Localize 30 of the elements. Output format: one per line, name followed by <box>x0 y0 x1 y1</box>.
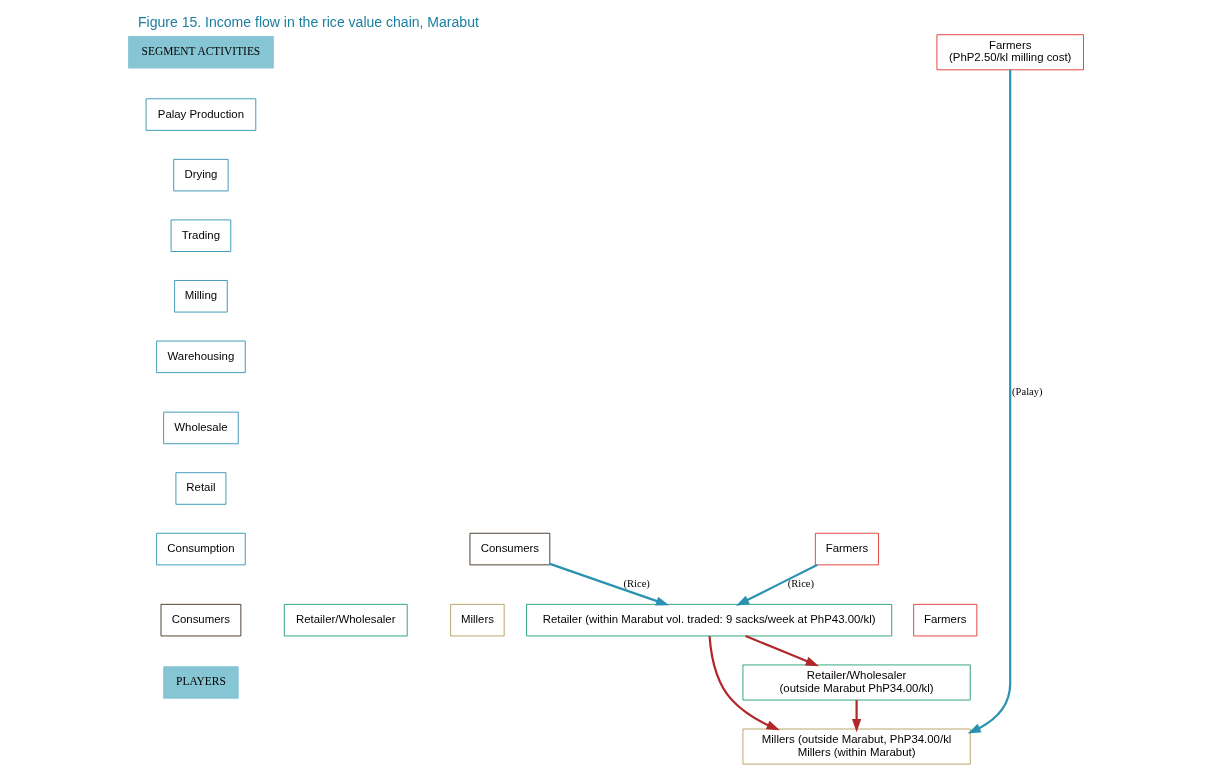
node-box: Consumption <box>155 532 246 566</box>
node-box: Milling <box>173 280 228 313</box>
edge-label: (Rice) <box>787 578 814 590</box>
node-box: Farmers <box>814 532 879 566</box>
arrow <box>549 562 669 606</box>
node-box: Millers (outside Marabut, PhP34.00/kl Millers (within Marabut) <box>742 728 971 765</box>
node-box: Retail <box>174 472 226 505</box>
node-box: SEGMENT ACTIVITIES <box>127 36 274 69</box>
node-box: Trading <box>170 219 231 252</box>
node-box: Consumers <box>469 532 550 566</box>
diagram-title: Figure 15. Income flow in the rice value chain, Marabut <box>137 13 479 30</box>
node-box: Wholesale <box>162 411 239 445</box>
node-box: Farmers (PhP2.50/kl milling cost) <box>935 34 1084 71</box>
node-box: Palay Production <box>145 98 256 131</box>
edge-label: (Palay) <box>1011 386 1042 398</box>
arrow <box>967 69 1011 734</box>
node-box: Retailer/Wholesaler <box>283 603 408 637</box>
arrow <box>851 700 861 733</box>
node-box: Retailer/Wholesaler (outside Marabut PhP34.00/kl) <box>742 664 971 701</box>
node-box: Consumers <box>160 603 241 637</box>
arrow <box>744 635 819 667</box>
arrow <box>707 636 780 731</box>
node-box: Warehousing <box>155 340 246 374</box>
arrow <box>735 564 818 606</box>
node-box: Millers <box>449 603 505 637</box>
node-box: Retailer (within Marabut vol. traded: 9 sacks/week at PhP43.00/kl) <box>525 603 892 637</box>
edge-label: (Rice) <box>623 578 650 590</box>
node-box: Drying <box>172 158 229 192</box>
node-box: Farmers <box>912 603 977 637</box>
node-box: PLAYERS <box>162 666 239 699</box>
